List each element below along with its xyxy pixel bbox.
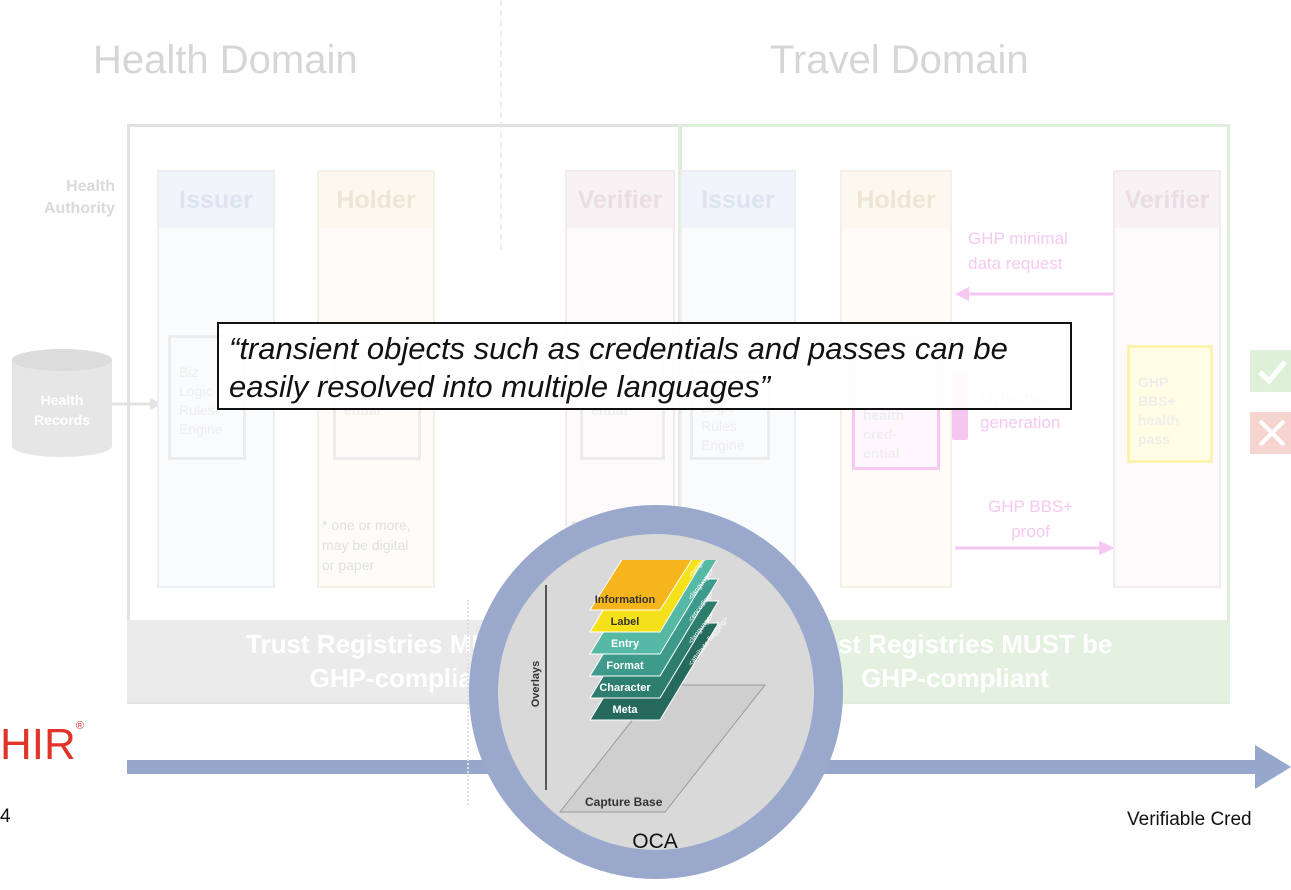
oca-layer-label: Format — [606, 660, 644, 672]
records-arrow — [112, 398, 162, 410]
capture-base-label: Capture Base — [585, 795, 663, 809]
quote-box: “transient objects such as credentials a… — [217, 322, 1072, 410]
travel-verifier-label: Verifier — [1124, 185, 1210, 214]
health-domain-title: Health Domain — [93, 38, 358, 82]
quote-text: “transient objects such as credentials a… — [229, 331, 1008, 404]
fhir-logo-text: HIR — [0, 720, 76, 769]
travel-request-note: GHP minimal data request — [968, 229, 1068, 273]
travel-domain-title: Travel Domain — [770, 38, 1029, 82]
health-issuer-column: Issuer — [157, 170, 275, 588]
oca-layer-information: Information<language> — [589, 560, 693, 611]
check-icon — [1250, 350, 1291, 392]
health-records-database: Health Records — [10, 348, 114, 460]
fhir-registered-mark: ® — [75, 720, 84, 732]
health-footnote: * one or more, may be digital or paper — [322, 517, 411, 573]
health-issuer-header: Issuer — [159, 172, 273, 228]
oca-layer-label: Label — [611, 616, 640, 628]
overlays-bracket-line — [545, 585, 547, 790]
oca-layer-label: Information — [595, 594, 656, 606]
health-records-label: Health Records — [33, 392, 91, 428]
travel-verifier-pass-label: GHP BBS+ health pass — [1138, 374, 1180, 447]
health-holder-header: Holder — [319, 172, 433, 228]
fhir-logo: HIR® — [0, 720, 84, 770]
travel-holder-label: Holder — [856, 185, 936, 214]
oca-label: OCA — [632, 830, 678, 853]
health-authority-label: Health Authority — [43, 178, 115, 217]
travel-engine-label: Logic Rules Engine — [701, 399, 745, 453]
timeline-arrowhead — [1255, 745, 1291, 789]
oca-layer-label: Meta — [612, 704, 638, 716]
health-verifier-label: Verifier — [577, 185, 663, 214]
oca-layer-label: Entry — [611, 638, 640, 650]
travel-domain-box — [678, 124, 1230, 704]
capture-base-layer: Capture Base — [558, 684, 767, 813]
health-engine-box: Biz Logic Rules Engine — [168, 335, 246, 460]
health-holder-label: Holder — [336, 185, 416, 214]
proof-arrow — [955, 541, 1115, 555]
oca-dotted-separator — [467, 600, 469, 805]
travel-issuer-label: Issuer — [701, 185, 775, 214]
health-verifier-header: Verifier — [567, 172, 673, 228]
travel-verifier-header: Verifier — [1115, 172, 1219, 228]
request-arrow — [955, 287, 1117, 301]
axis-left-label: 4 — [0, 806, 11, 827]
axis-right-label: Verifiable Cred — [1127, 809, 1252, 830]
cross-icon — [1250, 412, 1291, 454]
health-issuer-label: Issuer — [179, 185, 253, 214]
overlays-label: Overlays — [530, 660, 542, 708]
oca-layer-label: Character — [599, 682, 651, 694]
travel-holder-header: Holder — [842, 172, 950, 228]
proof-note: GHP BBS+ proof — [988, 497, 1074, 541]
travel-engine-box: Logic Rules Engine — [690, 370, 770, 460]
health-engine-label: Biz Logic Rules Engine — [179, 364, 223, 437]
travel-verifier-pass: GHP BBS+ health pass — [1127, 345, 1213, 463]
trust-bar-travel-label: Trust Registries MUST be GHP-compliant — [798, 629, 1113, 693]
travel-issuer-header: Issuer — [682, 172, 794, 228]
